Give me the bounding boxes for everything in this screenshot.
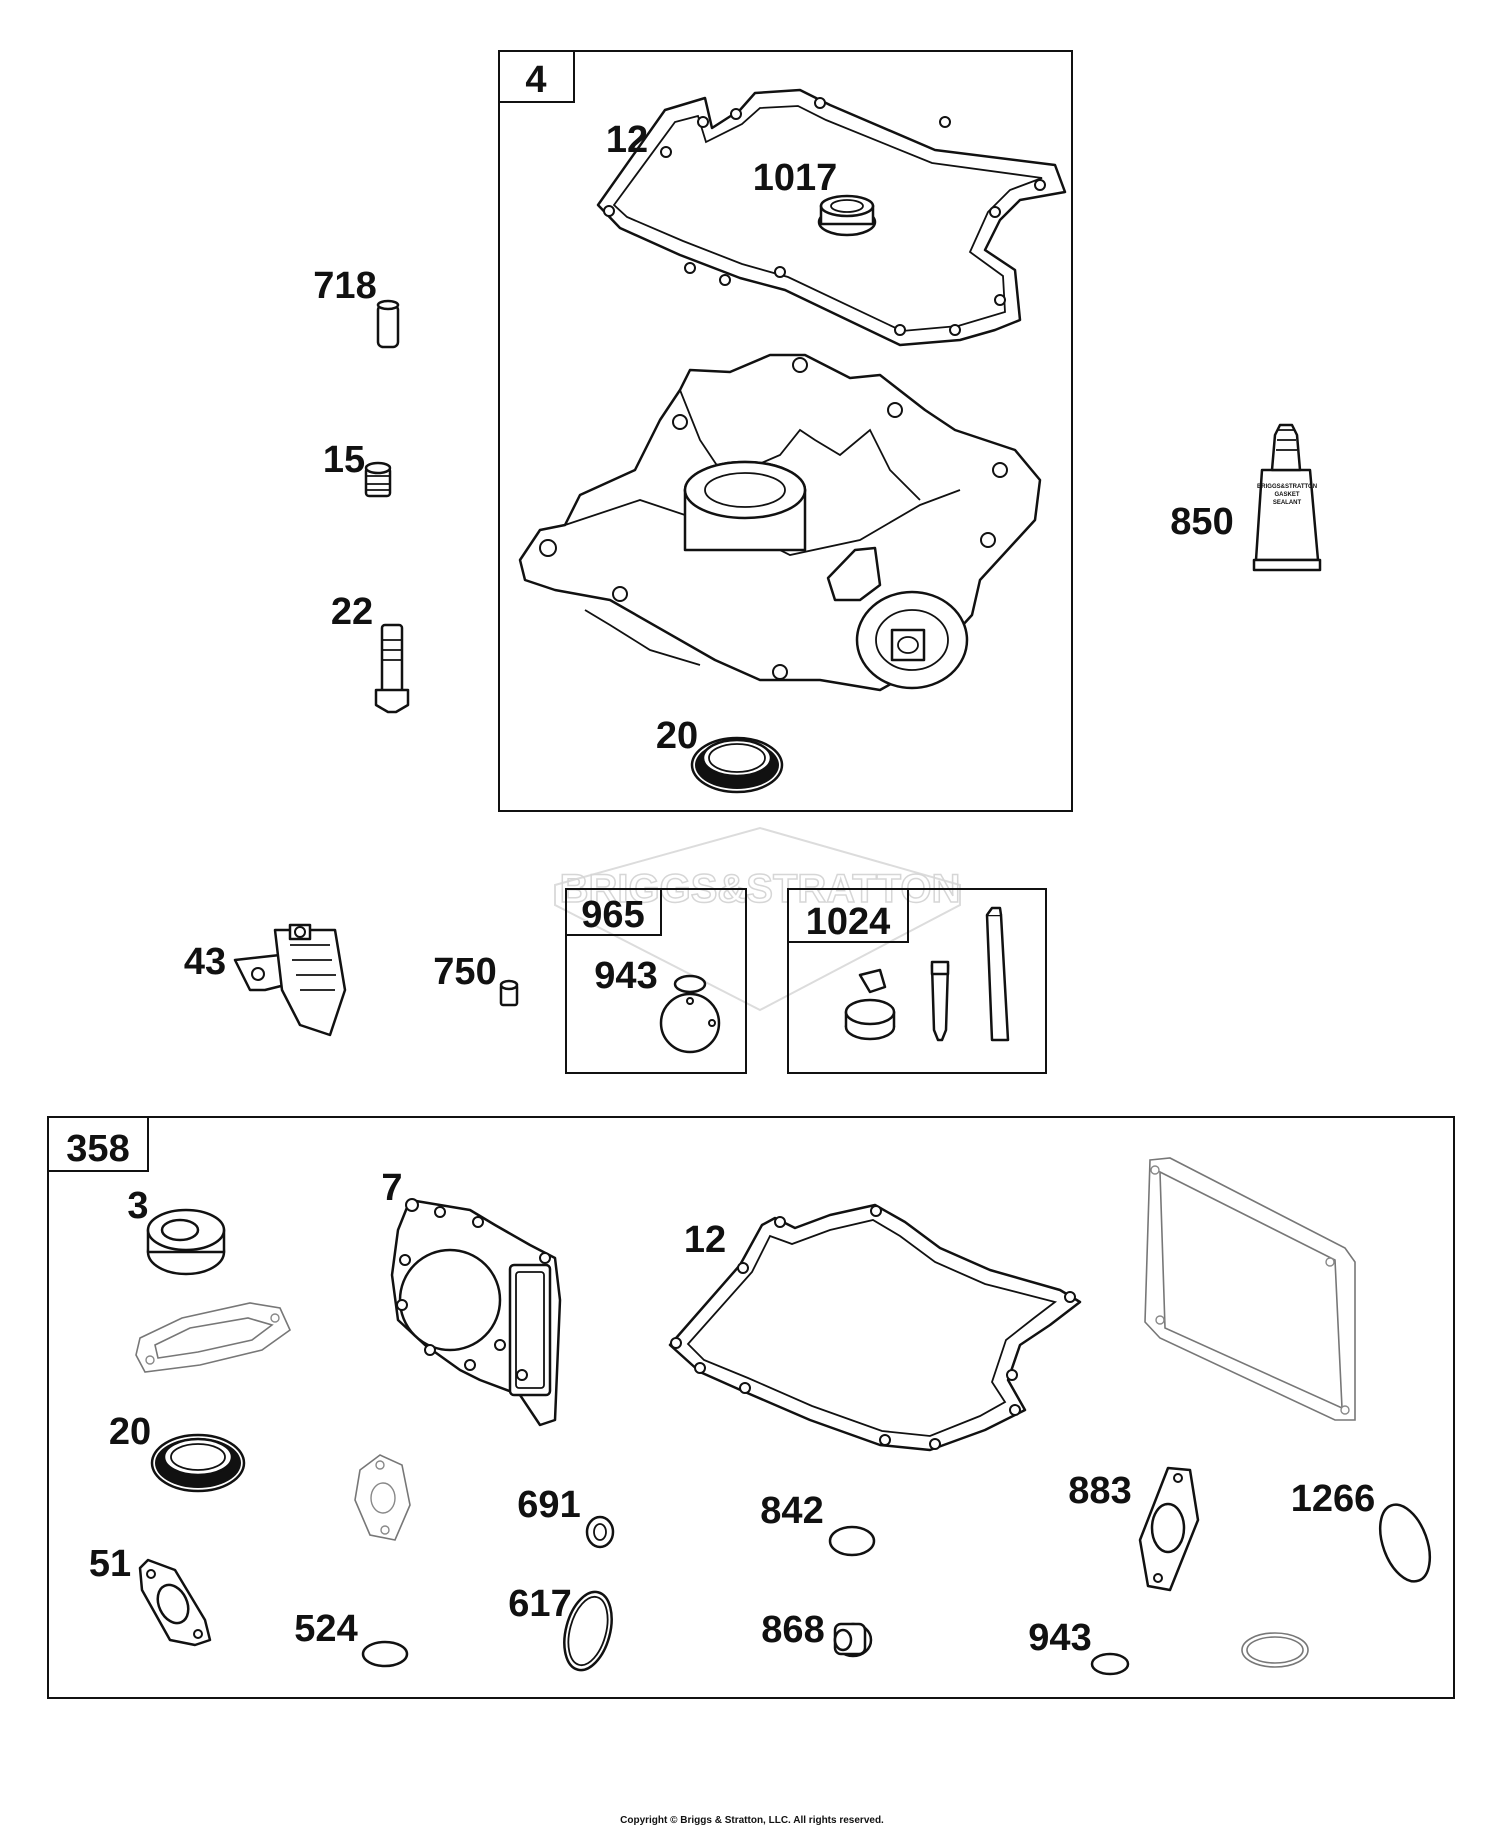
- copyright-text: Copyright © Briggs & Stratton, LLC. All …: [620, 1815, 884, 1826]
- governor-screw: [499, 979, 519, 1007]
- oil-pump-parts: [844, 906, 1010, 1042]
- oil-drain-plug: [364, 461, 392, 498]
- sealant-tube: BRIGGS&STRATTON GASKET SEALANT: [1252, 423, 1322, 572]
- oil-fill-cap: [817, 194, 877, 237]
- label-12-kit: 12: [684, 1219, 726, 1261]
- tube-gasket: GASKET: [1274, 492, 1299, 498]
- crankcase-gasket-kit: [668, 1203, 1082, 1452]
- label-750: 750: [433, 951, 496, 993]
- kit-965-frame: 965: [565, 888, 747, 1074]
- tube-brand: BRIGGS&STRATTON: [1257, 484, 1317, 490]
- label-850: 850: [1170, 501, 1233, 543]
- seal-691: [585, 1515, 615, 1549]
- kit-358-frame: 358: [47, 1116, 1455, 1699]
- label-22: 22: [331, 591, 373, 633]
- head-gasket: [390, 1198, 562, 1427]
- tube-sealant: SEALANT: [1273, 500, 1302, 506]
- label-1017: 1017: [753, 157, 838, 199]
- label-20-kit: 20: [109, 1411, 151, 1453]
- kit-4-frame: 4: [498, 50, 1073, 812]
- gasket-51: [138, 1558, 212, 1647]
- label-617: 617: [508, 1583, 571, 1625]
- label-718: 718: [313, 265, 376, 307]
- label-51: 51: [89, 1543, 131, 1585]
- oring-524: [361, 1640, 409, 1668]
- label-15: 15: [323, 439, 365, 481]
- label-943-kit358: 943: [1028, 1617, 1091, 1659]
- kit-965-label: 965: [581, 894, 644, 936]
- kit-358-label: 358: [66, 1128, 129, 1170]
- kit-1024-label: 1024: [806, 901, 891, 943]
- ghost-rocker-gasket: [1144, 1157, 1356, 1421]
- label-524: 524: [294, 1608, 357, 1650]
- oring-1266: [1378, 1503, 1432, 1583]
- kit-1024-frame: 1024: [787, 888, 1047, 1074]
- oil-seal-top: [690, 736, 784, 794]
- label-12-top: 12: [606, 119, 648, 161]
- cover-plate-kit965: [659, 992, 721, 1054]
- label-3: 3: [127, 1185, 148, 1227]
- governor-assembly: [233, 923, 347, 1037]
- sump-screw: [374, 623, 410, 714]
- label-7: 7: [381, 1167, 402, 1209]
- ghost-oring: [1241, 1632, 1309, 1668]
- ghost-small-gasket: [354, 1454, 411, 1541]
- label-868: 868: [761, 1609, 824, 1651]
- oring-842: [828, 1525, 876, 1557]
- label-691: 691: [517, 1484, 580, 1526]
- oring-943-kit965: [673, 974, 707, 994]
- gasket-883: [1138, 1466, 1200, 1592]
- label-943-kit965: 943: [594, 955, 657, 997]
- label-43: 43: [184, 941, 226, 983]
- ghost-gasket-left: [135, 1302, 292, 1373]
- plug-868: [833, 1622, 873, 1658]
- label-883: 883: [1068, 1470, 1131, 1512]
- oring-943-kit358: [1090, 1652, 1130, 1676]
- dowel-pin: [376, 299, 400, 349]
- label-20-top: 20: [656, 715, 698, 757]
- kit-4-label: 4: [525, 59, 546, 101]
- label-842: 842: [760, 1490, 823, 1532]
- oil-seal-3: [146, 1208, 226, 1276]
- crankcase-sump: [518, 353, 1042, 692]
- oring-617: [563, 1590, 613, 1672]
- oil-seal-kit: [150, 1433, 246, 1493]
- label-1266: 1266: [1291, 1478, 1376, 1520]
